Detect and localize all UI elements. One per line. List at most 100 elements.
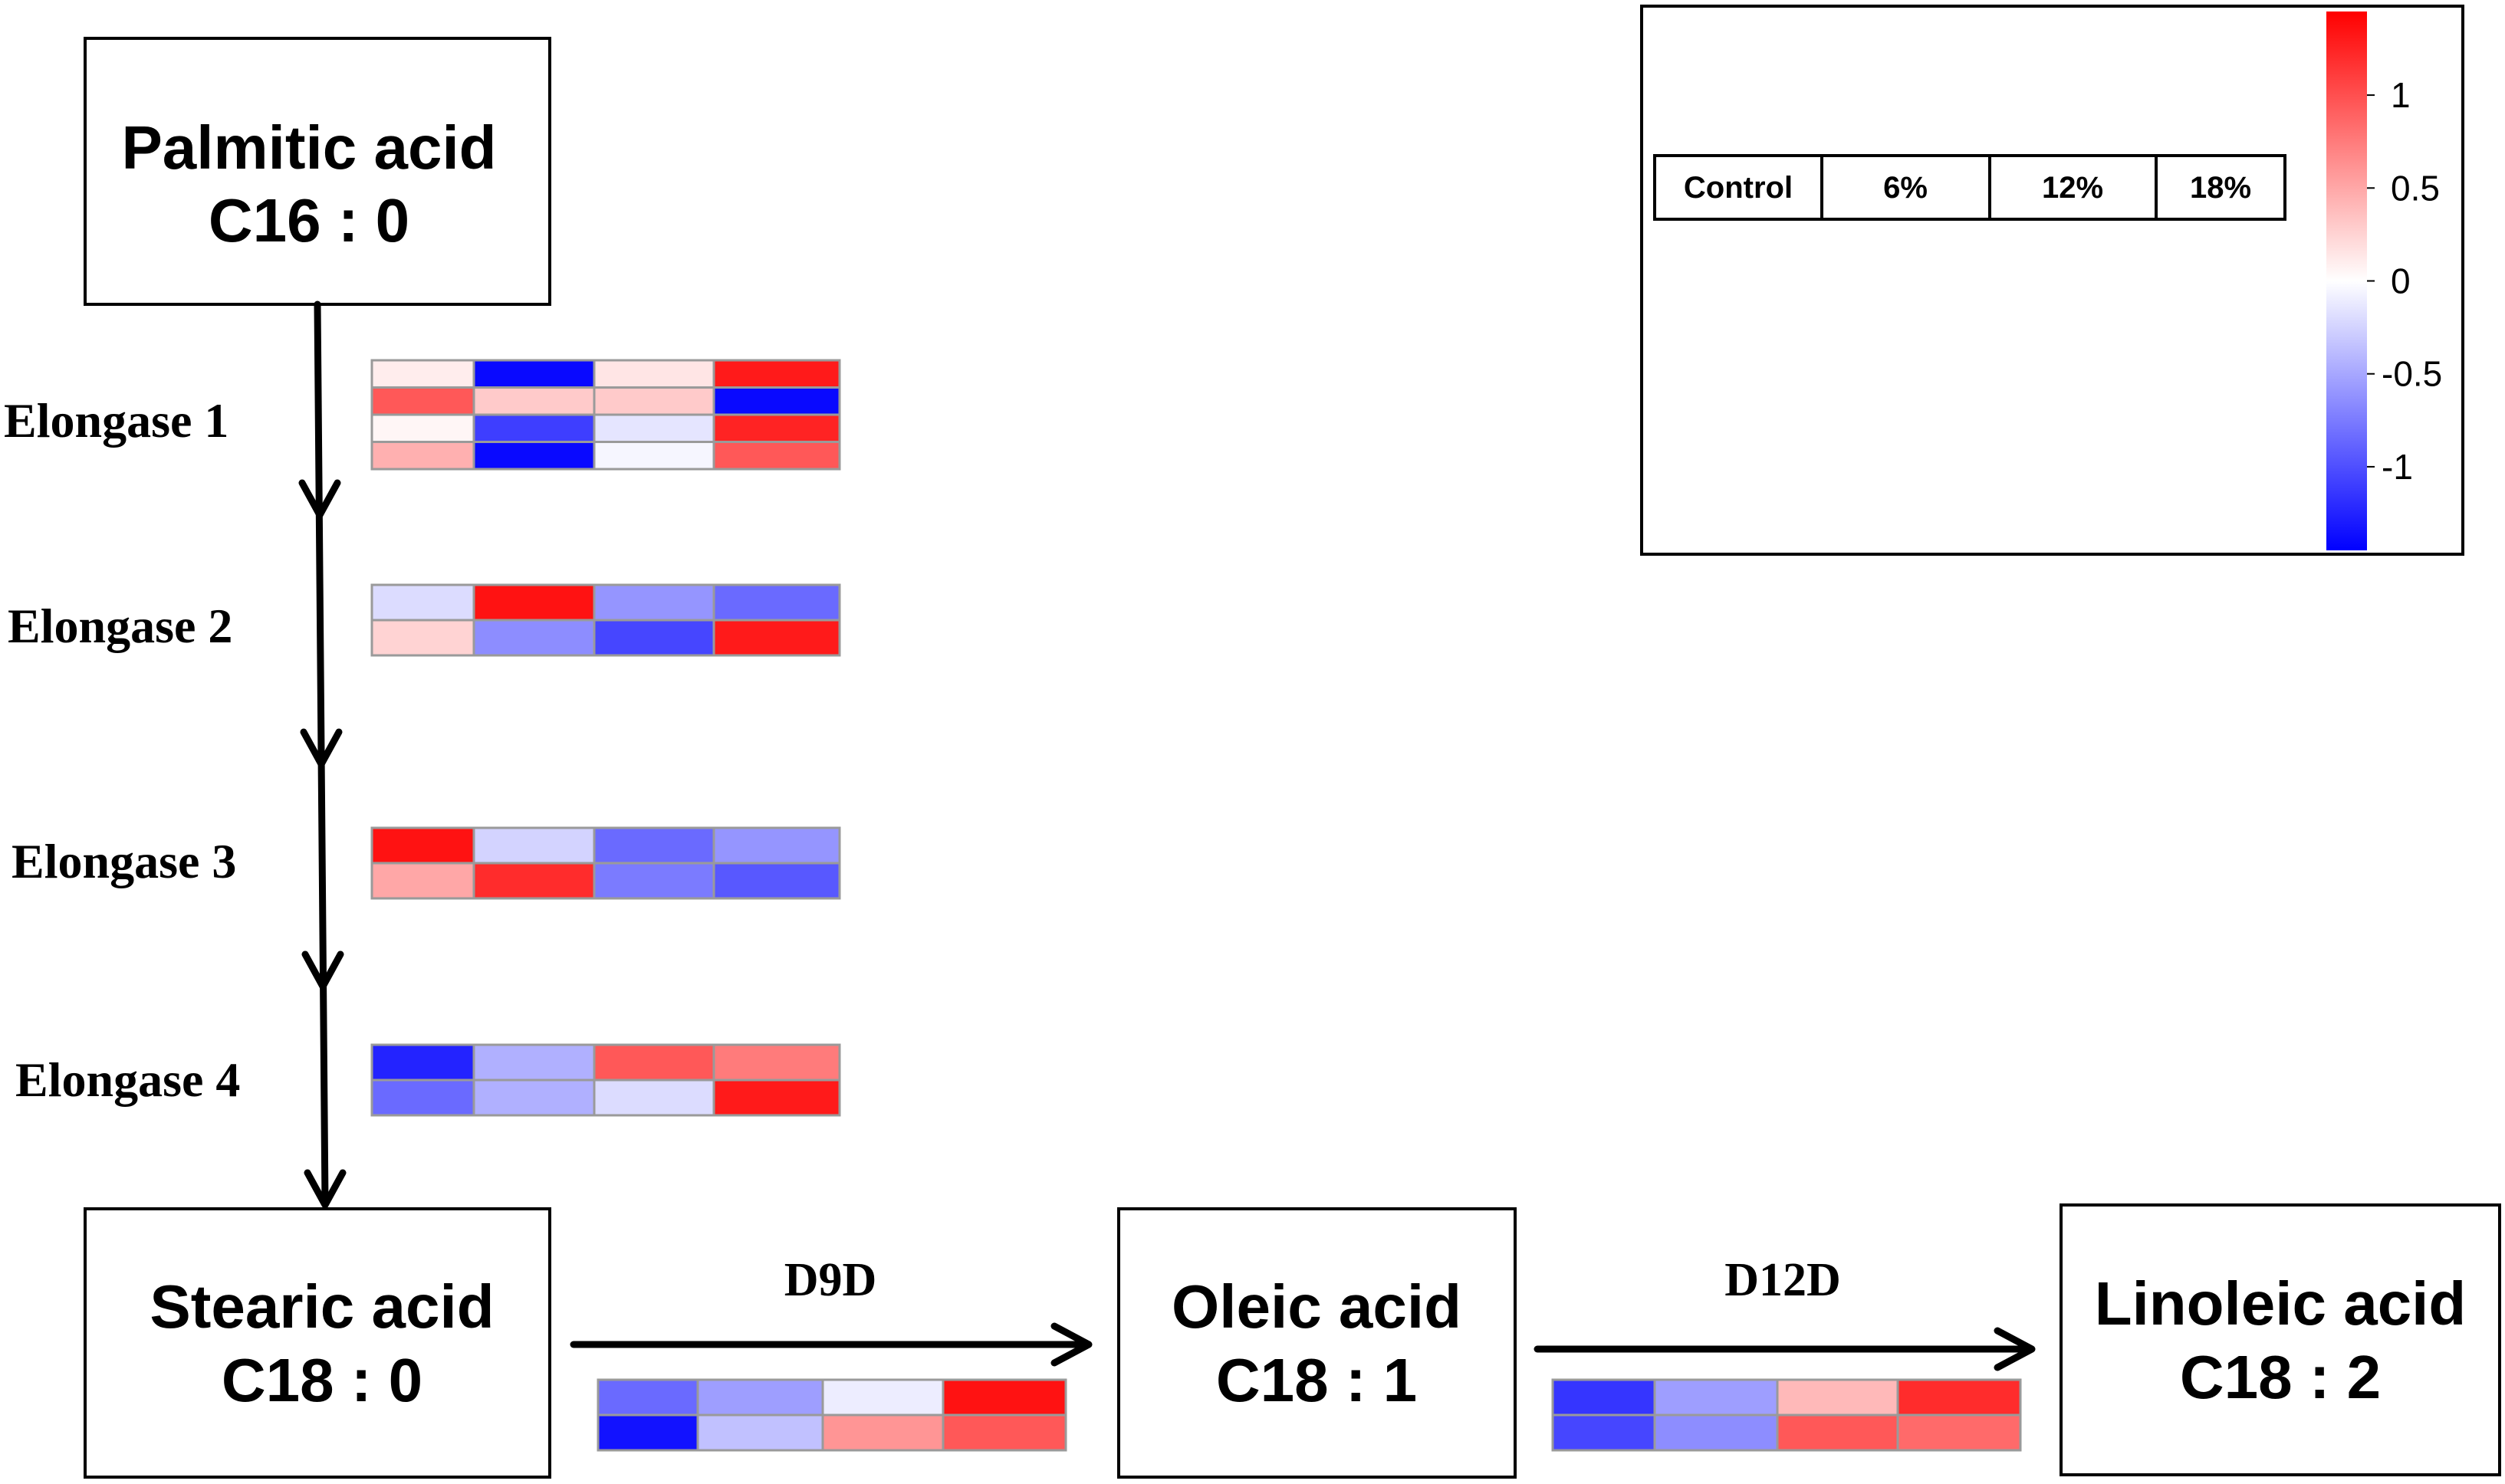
heatmap-cell xyxy=(712,862,841,900)
colorbar xyxy=(2326,11,2367,550)
heatmap-cell xyxy=(1551,1378,1656,1417)
heatmap-cell xyxy=(1551,1413,1656,1452)
heatmap-cell xyxy=(593,1043,715,1082)
colorbar-tick-label: -1 xyxy=(2382,447,2413,487)
legend: Control 6% 12% 18% 1 0.5 0 -0.5 -1 xyxy=(1640,5,2464,556)
heatmap-cell xyxy=(472,359,596,389)
heatmap-cell xyxy=(821,1413,945,1452)
arrow-d12d xyxy=(1534,1327,2036,1371)
label-elongase-3: Elongase 3 xyxy=(12,834,236,888)
heatmap-elongase-1 xyxy=(370,359,841,471)
node-oleic-formula: C18 : 1 xyxy=(1216,1346,1417,1414)
heatmap-cell xyxy=(370,583,475,622)
colorbar-tick-label: 0 xyxy=(2391,261,2411,301)
node-linoleic-acid: Linoleic acid C18 : 2 xyxy=(2060,1203,2501,1476)
heatmap-cell xyxy=(1896,1413,2022,1452)
legend-column-header: Control 6% 12% 18% xyxy=(1653,154,2286,221)
legend-frame xyxy=(1640,5,2464,556)
node-linoleic-formula: C18 : 2 xyxy=(2180,1343,2381,1411)
heatmap-cell xyxy=(472,619,596,657)
heatmap-cell xyxy=(597,1413,699,1452)
heatmap-cell xyxy=(712,826,841,865)
heatmap-elongase-4 xyxy=(370,1043,841,1117)
heatmap-cell xyxy=(696,1413,824,1452)
elongation-arrow xyxy=(298,300,347,1209)
heatmap-cell xyxy=(696,1378,824,1417)
node-palmitic-acid: Palmitic acid C16 : 0 xyxy=(84,37,551,306)
heatmap-cell xyxy=(370,826,475,865)
heatmap-cell xyxy=(370,359,475,389)
heatmap-cell xyxy=(942,1378,1067,1417)
heatmap-cell xyxy=(712,413,841,443)
label-d9d: D9D xyxy=(784,1254,877,1306)
heatmap-cell xyxy=(593,619,715,657)
heatmap-cell xyxy=(593,386,715,416)
heatmap-cell xyxy=(370,386,475,416)
heatmap-cell xyxy=(712,386,841,416)
heatmap-cell xyxy=(597,1378,699,1417)
legend-col-6pct: 6% xyxy=(1883,171,1928,205)
heatmap-cell xyxy=(821,1378,945,1417)
heatmap-cell xyxy=(370,413,475,443)
node-linoleic-name: Linoleic acid xyxy=(2095,1269,2467,1338)
heatmap-cell xyxy=(593,441,715,471)
node-palmitic-name: Palmitic acid xyxy=(121,113,496,182)
arrow-chevron-4 xyxy=(304,1169,347,1209)
colorbar-tick-label: 0.5 xyxy=(2391,168,2440,208)
heatmap-cell xyxy=(1653,1413,1779,1452)
heatmap-cell xyxy=(593,359,715,389)
node-stearic-acid: Stearic acid C18 : 0 xyxy=(84,1207,551,1479)
colorbar-tick-label: 1 xyxy=(2391,75,2411,115)
heatmap-cell xyxy=(712,619,841,657)
legend-col-12pct: 12% xyxy=(2042,171,2103,205)
heatmap-cell xyxy=(1896,1378,2022,1417)
heatmap-cell xyxy=(472,583,596,622)
heatmap-cell xyxy=(593,826,715,865)
heatmap-cell xyxy=(370,1079,475,1117)
heatmap-cell xyxy=(370,441,475,471)
label-elongase-1: Elongase 1 xyxy=(4,393,228,448)
heatmap-cell xyxy=(593,583,715,622)
node-stearic-formula: C18 : 0 xyxy=(222,1346,422,1414)
heatmap-cell xyxy=(370,1043,475,1082)
heatmap-cell xyxy=(712,441,841,471)
heatmap-cell xyxy=(593,862,715,900)
legend-col-control: Control xyxy=(1684,171,1793,205)
heatmap-d9d xyxy=(597,1378,1067,1452)
node-stearic-name: Stearic acid xyxy=(150,1272,494,1341)
heatmap-cell xyxy=(370,619,475,657)
colorbar-tick-label: -0.5 xyxy=(2382,354,2442,394)
node-oleic-name: Oleic acid xyxy=(1172,1272,1461,1341)
heatmap-cell xyxy=(370,862,475,900)
heatmap-cell xyxy=(1776,1413,1899,1452)
heatmap-elongase-2 xyxy=(370,583,841,657)
colorbar-ticks: 1 0.5 0 -0.5 -1 xyxy=(2367,75,2442,487)
heatmap-cell xyxy=(712,1043,841,1082)
heatmap-cell xyxy=(472,441,596,471)
heatmap-cell xyxy=(712,1079,841,1117)
heatmap-cell xyxy=(1653,1378,1779,1417)
heatmap-d12d xyxy=(1551,1378,2022,1452)
heatmap-elongase-3 xyxy=(370,826,841,900)
label-d12d: D12D xyxy=(1724,1254,1841,1306)
arrow-chevron-2 xyxy=(300,728,343,768)
heatmap-cell xyxy=(712,583,841,622)
heatmap-cell xyxy=(472,413,596,443)
heatmap-cell xyxy=(1776,1378,1899,1417)
heatmap-cell xyxy=(472,386,596,416)
arrow-d9d xyxy=(570,1322,1093,1367)
node-oleic-acid: Oleic acid C18 : 1 xyxy=(1117,1207,1517,1479)
heatmap-cell xyxy=(472,1043,596,1082)
legend-col-18pct: 18% xyxy=(2190,171,2251,205)
label-elongase-4: Elongase 4 xyxy=(15,1052,240,1107)
heatmap-cell xyxy=(942,1413,1067,1452)
arrow-chevron-1 xyxy=(298,479,341,519)
heatmap-cell xyxy=(593,1079,715,1117)
node-palmitic-formula: C16 : 0 xyxy=(209,186,409,254)
label-elongase-2: Elongase 2 xyxy=(8,599,232,653)
heatmap-cell xyxy=(593,413,715,443)
heatmap-cell xyxy=(472,1079,596,1117)
heatmap-cell xyxy=(472,862,596,900)
heatmap-cell xyxy=(712,359,841,389)
